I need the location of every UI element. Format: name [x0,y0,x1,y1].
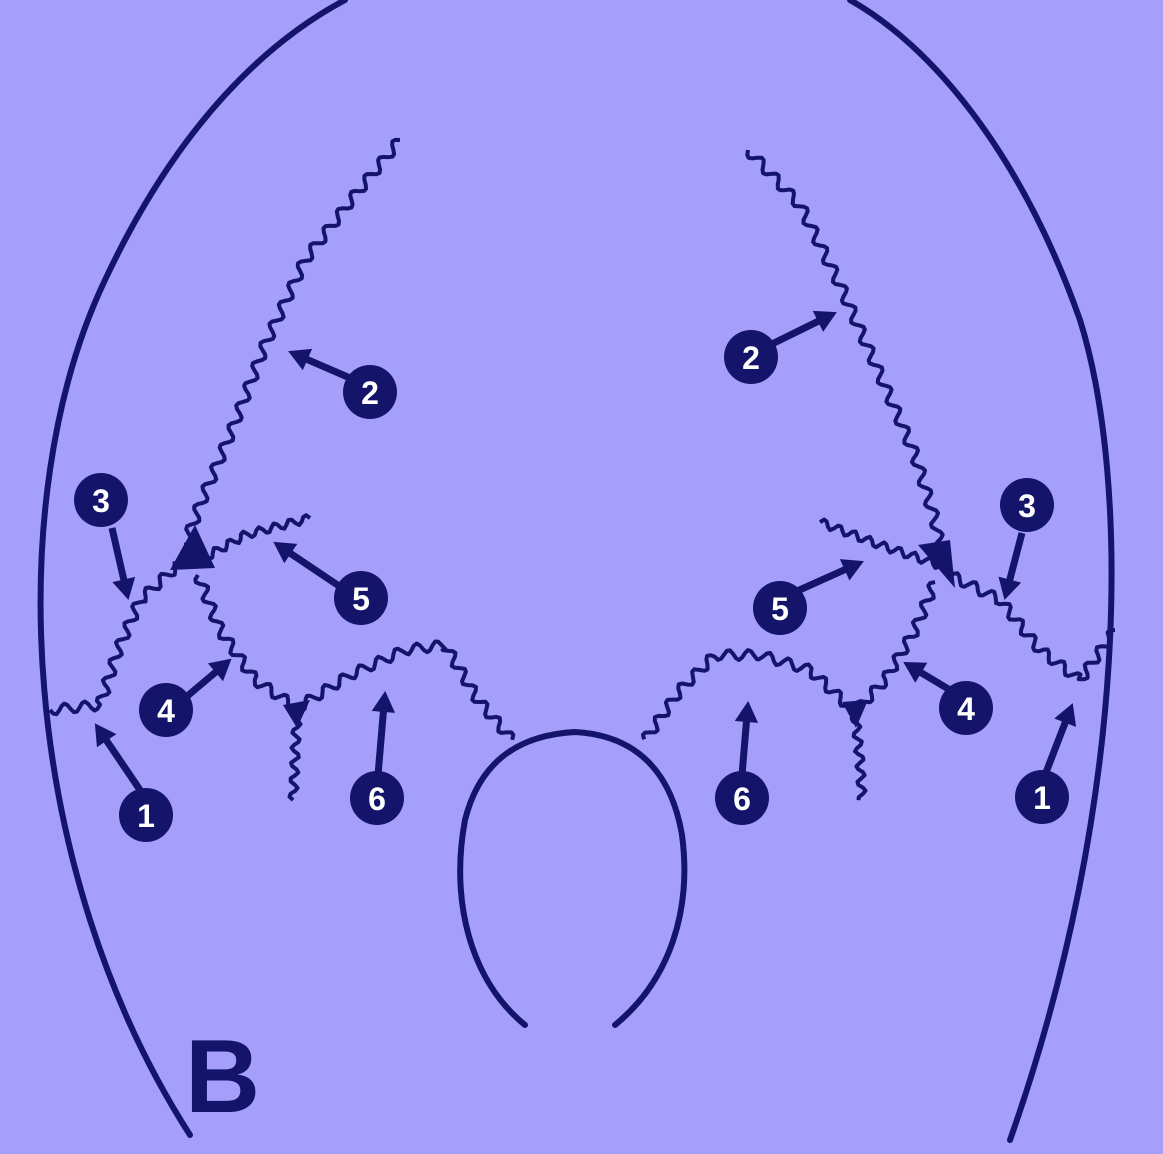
marker-label: 4 [157,693,175,729]
right-lower-junction [842,700,868,728]
right-descending-suture [852,715,866,800]
arrow-right-1 [1045,705,1075,775]
marker-label: 4 [957,691,975,727]
marker-label: 6 [368,781,386,817]
marker-label: 3 [1018,488,1036,524]
marker-right-5: 5 [753,581,807,635]
arrow-right-4 [905,663,950,690]
marker-left-4: 4 [139,683,193,737]
marker-right-2: 2 [724,330,778,384]
left-petro-suture [195,575,297,709]
marker-label: 1 [1033,780,1051,816]
marker-label: 3 [92,483,110,519]
marker-right-3: 3 [1000,478,1054,532]
panel-letter: B [185,1019,260,1135]
arrow-left-1 [96,725,140,790]
marker-label: 2 [361,375,379,411]
arrow-right-2 [770,312,835,345]
arrow-right-6 [737,703,757,775]
arrow-left-5 [275,543,345,590]
marker-left-3: 3 [74,473,128,527]
arrow-left-3 [112,528,134,598]
marker-left-1: 1 [119,788,173,842]
marker-label: 1 [137,798,155,834]
marker-label: 6 [733,781,751,817]
left-asterion [170,525,215,570]
arrow-left-6 [374,693,394,775]
arrow-right-5 [795,560,862,592]
left-descending-suture [290,712,301,800]
marker-right-1: 1 [1015,770,1069,824]
marker-left-6: 6 [350,771,404,825]
marker-right-6: 6 [715,771,769,825]
marker-label: 2 [742,340,760,376]
arrow-right-3 [1000,533,1022,598]
marker-label: 5 [352,581,370,617]
marker-right-4: 4 [939,681,993,735]
right-occipitomastoid-suture [949,573,1115,679]
arrow-left-4 [185,660,230,698]
arrow-left-2 [290,350,350,378]
marker-label: 5 [771,591,789,627]
foramen-magnum [460,732,684,1025]
left-basal-suture [297,642,513,740]
marker-left-5: 5 [334,571,388,625]
right-asterion [918,540,955,588]
marker-left-2: 2 [343,365,397,419]
right-petro-suture [857,582,935,715]
left-lambdoid-suture [184,140,400,545]
